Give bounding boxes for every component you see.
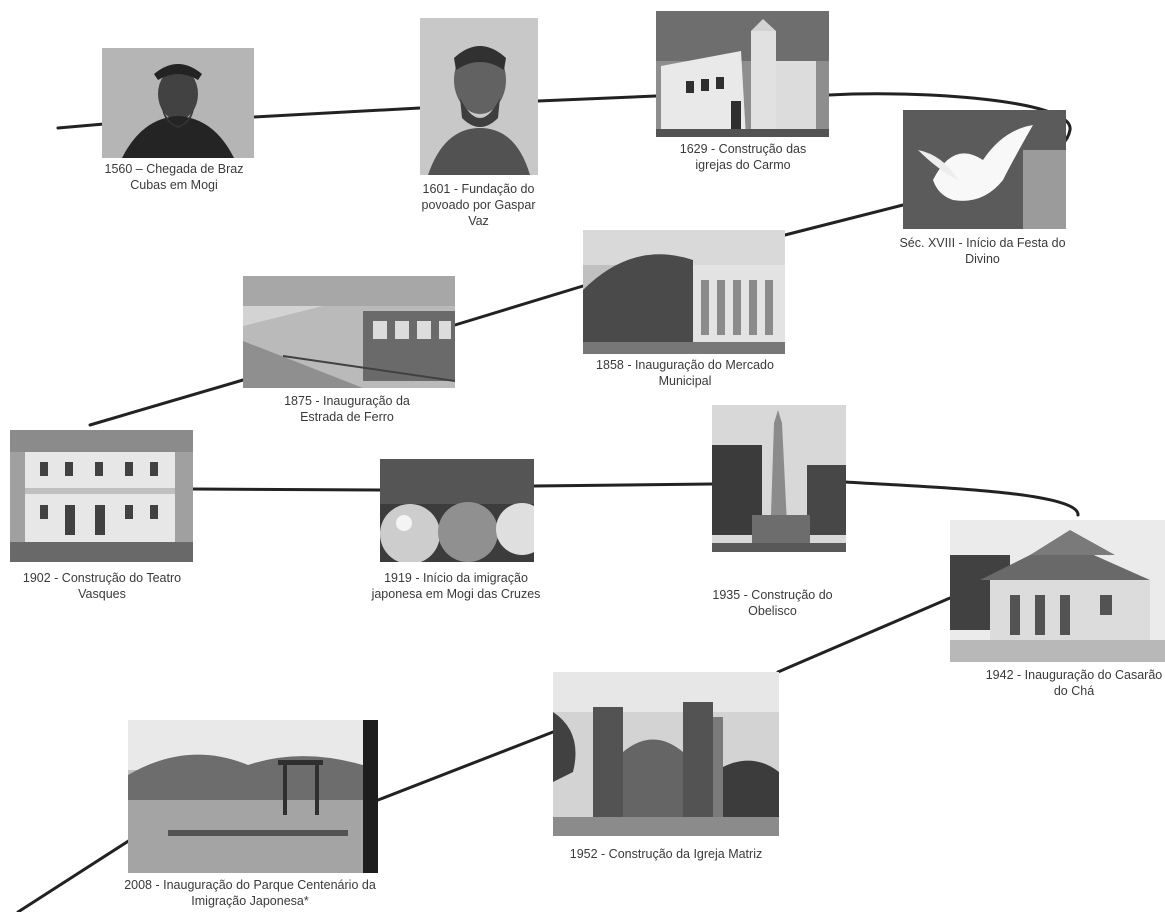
dove-photo: [903, 110, 1066, 229]
braz-cubas-photo: [102, 48, 254, 158]
obelisco-photo: [712, 405, 846, 552]
igreja-matriz-photo: [553, 672, 779, 836]
event-caption: 1942 - Inauguração do Casarão do Chá: [985, 668, 1163, 698]
event-caption: 1560 – Chegada de Braz Cubas em Mogi: [104, 162, 244, 192]
event-caption: 1935 - Construção do Obelisco: [712, 588, 833, 618]
teatro-vasques-photo: [10, 430, 193, 562]
event-caption: Séc. XVIII - Início da Festa do Divino: [899, 236, 1066, 266]
event-caption: 1919 - Início da imigração japonesa em M…: [371, 571, 541, 601]
igrejas-do-carmo-photo: [656, 11, 829, 137]
event-caption: 1858 - Inauguração do Mercado Municipal: [596, 358, 774, 388]
imigracao-japonesa-photo: [380, 459, 534, 562]
event-caption: 1952 - Construção da Igreja Matriz: [569, 847, 763, 861]
parque-centenario-photo: [128, 720, 378, 873]
event-caption: 1601 - Fundação do povoado por Gaspar Va…: [421, 182, 536, 228]
event-caption: 1875 - Inauguração da Estrada de Ferro: [284, 394, 410, 424]
event-caption: 2008 - Inauguração do Parque Centenário …: [124, 878, 376, 908]
gaspar-vaz-photo: [420, 18, 538, 175]
event-caption: 1902 - Construção do Teatro Vasques: [22, 571, 182, 601]
event-caption: 1629 - Construção das igrejas do Carmo: [679, 142, 807, 172]
casarao-do-cha-photo: [950, 520, 1165, 662]
estrada-de-ferro-photo: [243, 276, 455, 388]
mercado-municipal-photo: [583, 230, 785, 354]
